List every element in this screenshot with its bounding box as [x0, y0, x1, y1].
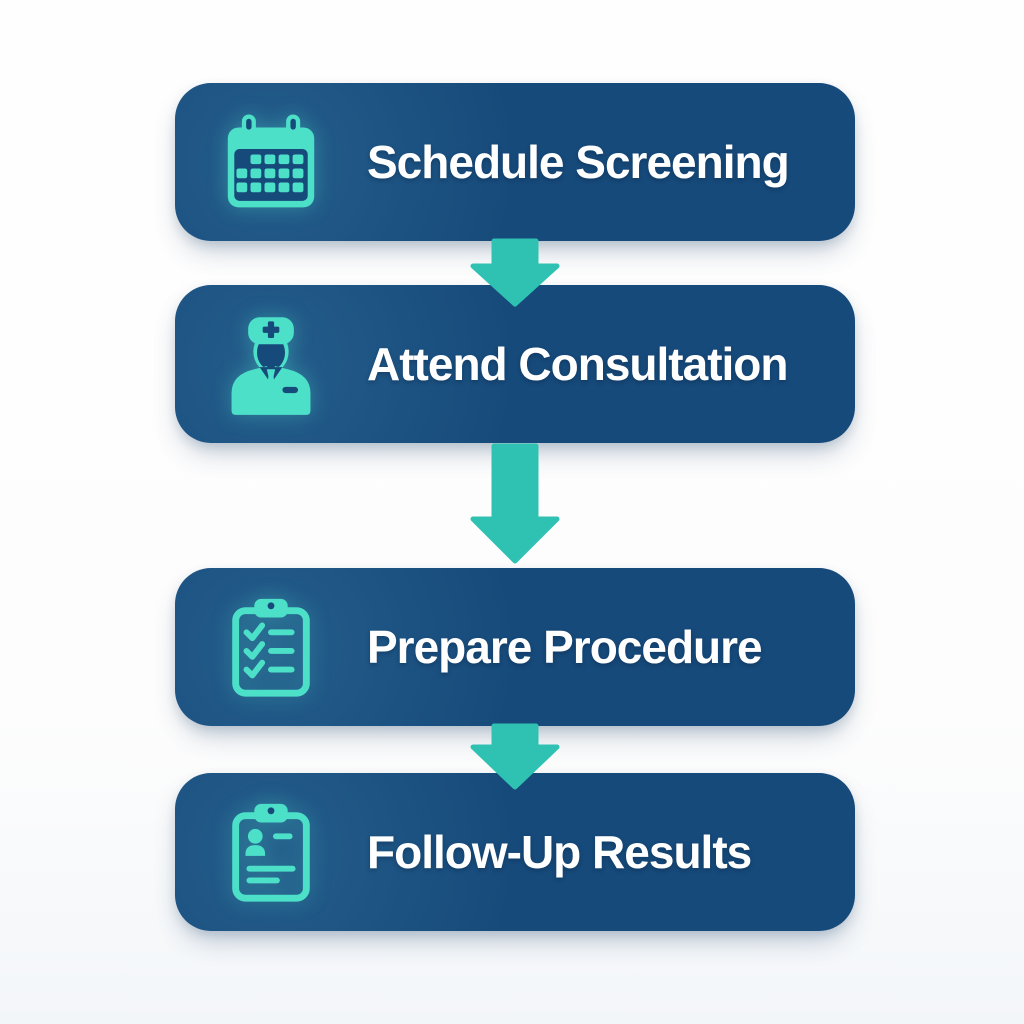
step-label: Schedule Screening	[367, 136, 790, 188]
arrow-down-icon	[470, 723, 560, 790]
doctor-icon	[217, 310, 325, 418]
step-label: Follow-Up Results	[367, 826, 752, 878]
step-follow-up-results: Follow-Up Results	[175, 773, 855, 931]
arrow-down-icon	[470, 238, 560, 307]
checklist-clipboard-icon	[217, 593, 325, 701]
step-attend-consultation: Attend Consultation	[175, 285, 855, 443]
profile-report-clipboard-icon	[217, 798, 325, 906]
step-prepare-procedure: Prepare Procedure	[175, 568, 855, 726]
step-label: Attend Consultation	[367, 338, 789, 390]
step-schedule-screening: Schedule Screening	[175, 83, 855, 241]
step-label: Prepare Procedure	[367, 621, 763, 673]
arrow-down-icon	[470, 443, 560, 564]
calendar-icon	[217, 108, 325, 216]
